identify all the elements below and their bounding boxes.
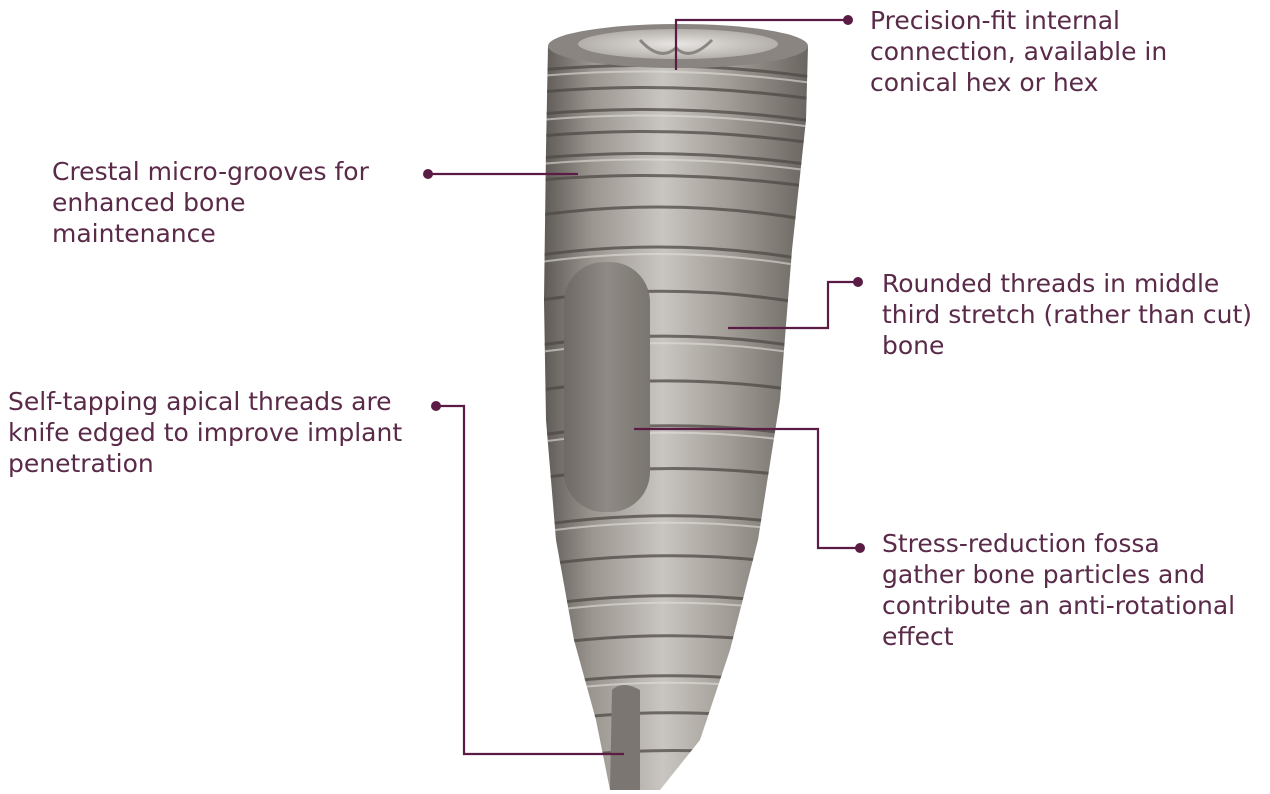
callout-internal-connection: Precision-fit internal connection, avail… [870,5,1250,98]
internal-connection [578,29,778,59]
stress-reduction-fossa [564,262,650,512]
implant-body [540,24,820,790]
callout-rounded-threads: Rounded threads in middle third stretch … [882,268,1262,361]
callout-crestal-micro-grooves: Crestal micro-grooves for enhanced bone … [52,156,412,249]
callout-apical-threads: Self-tapping apical threads are knife ed… [8,386,428,479]
apical-cut [610,685,640,790]
callout-stress-reduction-fossa: Stress-reduction fossa gather bone parti… [882,528,1262,652]
